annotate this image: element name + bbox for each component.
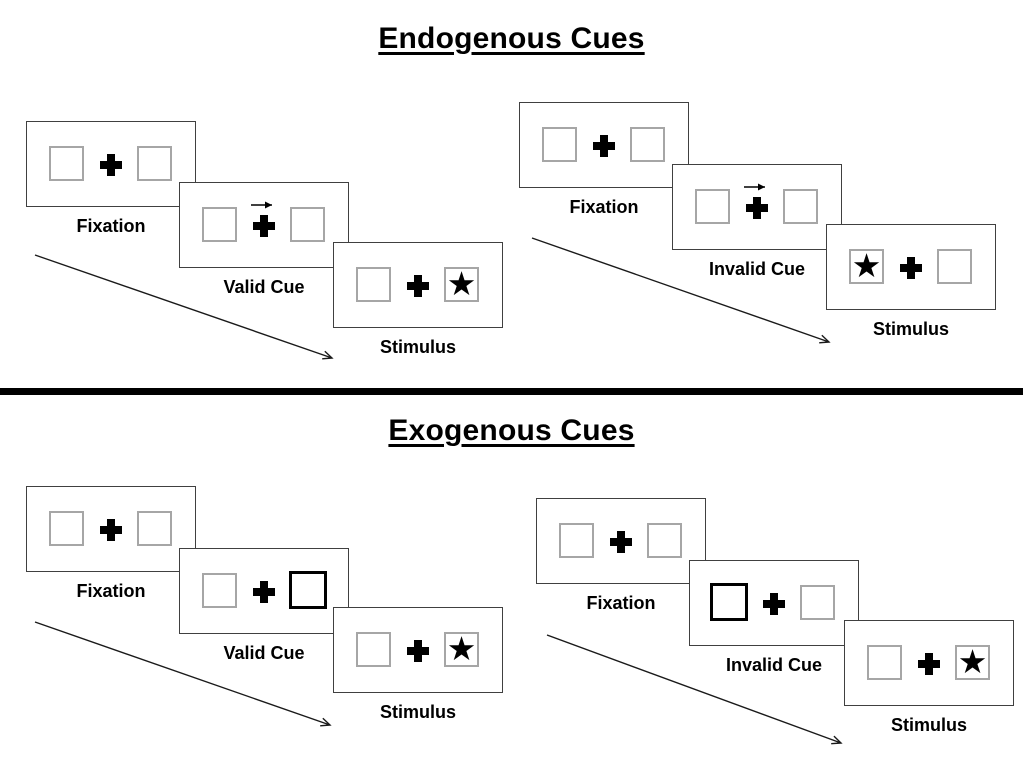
fixation-panel <box>536 498 706 584</box>
placeholder-box-left <box>559 523 594 558</box>
stimulus-panel: ★ <box>333 607 503 693</box>
placeholder-box-left <box>867 645 902 680</box>
fixation-panel <box>26 486 196 572</box>
star-icon: ★ <box>446 630 477 667</box>
panel-label: Stimulus <box>872 319 949 339</box>
star-icon: ★ <box>957 643 988 680</box>
placeholder-box-right <box>630 127 665 162</box>
panel-label: Invalid Cue <box>725 655 823 675</box>
placeholder-box-right <box>647 523 682 558</box>
target-box-right: ★ <box>444 632 479 667</box>
timeline-arrow-icon <box>546 634 843 745</box>
placeholder-box-left <box>49 146 84 181</box>
fixation-cross-icon <box>100 154 122 176</box>
placeholder-box-right <box>137 511 172 546</box>
timeline-arrow-icon <box>34 254 334 360</box>
fixation-cross-icon <box>407 640 429 662</box>
fixation-cross-icon <box>593 135 615 157</box>
stimulus-panel: ★ <box>826 224 996 310</box>
fixation-cross-icon <box>100 519 122 541</box>
right-arrow-icon <box>744 183 765 191</box>
star-icon: ★ <box>446 265 477 302</box>
placeholder-box-left <box>695 189 730 224</box>
right-arrow-icon <box>251 201 272 209</box>
fixation-cross-icon <box>746 197 768 219</box>
placeholder-box-right <box>137 146 172 181</box>
panel-label: Stimulus <box>379 337 456 357</box>
placeholder-box-left <box>49 511 84 546</box>
fixation-cross-icon <box>407 275 429 297</box>
fixation-cross-icon <box>918 653 940 675</box>
timeline-arrow-icon <box>34 621 332 727</box>
panel-label: Stimulus <box>890 715 967 735</box>
target-box-right: ★ <box>955 645 990 680</box>
placeholder-box-right <box>290 207 325 242</box>
panel-label: Fixation <box>569 197 639 217</box>
placeholder-box-left <box>356 267 391 302</box>
stimulus-panel: ★ <box>333 242 503 328</box>
cue-panel <box>672 164 842 250</box>
fixation-panel <box>519 102 689 188</box>
fixation-panel <box>26 121 196 207</box>
placeholder-box-right <box>800 585 835 620</box>
panel-label: Invalid Cue <box>708 259 806 279</box>
target-box-right: ★ <box>444 267 479 302</box>
placeholder-box-right <box>783 189 818 224</box>
section-divider <box>0 388 1023 395</box>
placeholder-box-left <box>202 207 237 242</box>
fixation-cross-icon <box>610 531 632 553</box>
panel-label: Fixation <box>76 216 146 236</box>
timeline-arrow-icon <box>531 237 831 344</box>
fixation-cross-icon <box>900 257 922 279</box>
cue-panel <box>179 182 349 268</box>
panel-label: Valid Cue <box>223 643 305 663</box>
fixation-cross-icon <box>253 215 275 237</box>
cue-panel <box>179 548 349 634</box>
stimulus-panel: ★ <box>844 620 1014 706</box>
panel-label: Fixation <box>76 581 146 601</box>
placeholder-box-left <box>542 127 577 162</box>
exogenous-section-title: Exogenous Cues <box>388 414 635 447</box>
endogenous-section-title: Endogenous Cues <box>378 22 645 55</box>
placeholder-box-left <box>356 632 391 667</box>
cue-box-highlighted <box>710 583 748 621</box>
cue-panel <box>689 560 859 646</box>
fixation-cross-icon <box>253 581 275 603</box>
cue-box-highlighted <box>289 571 327 609</box>
target-box-left: ★ <box>849 249 884 284</box>
panel-label: Stimulus <box>379 702 456 722</box>
panel-label: Valid Cue <box>223 277 305 297</box>
star-icon: ★ <box>851 247 882 284</box>
fixation-cross-icon <box>763 593 785 615</box>
placeholder-box-right <box>937 249 972 284</box>
placeholder-box-left <box>202 573 237 608</box>
panel-label: Fixation <box>586 593 656 613</box>
